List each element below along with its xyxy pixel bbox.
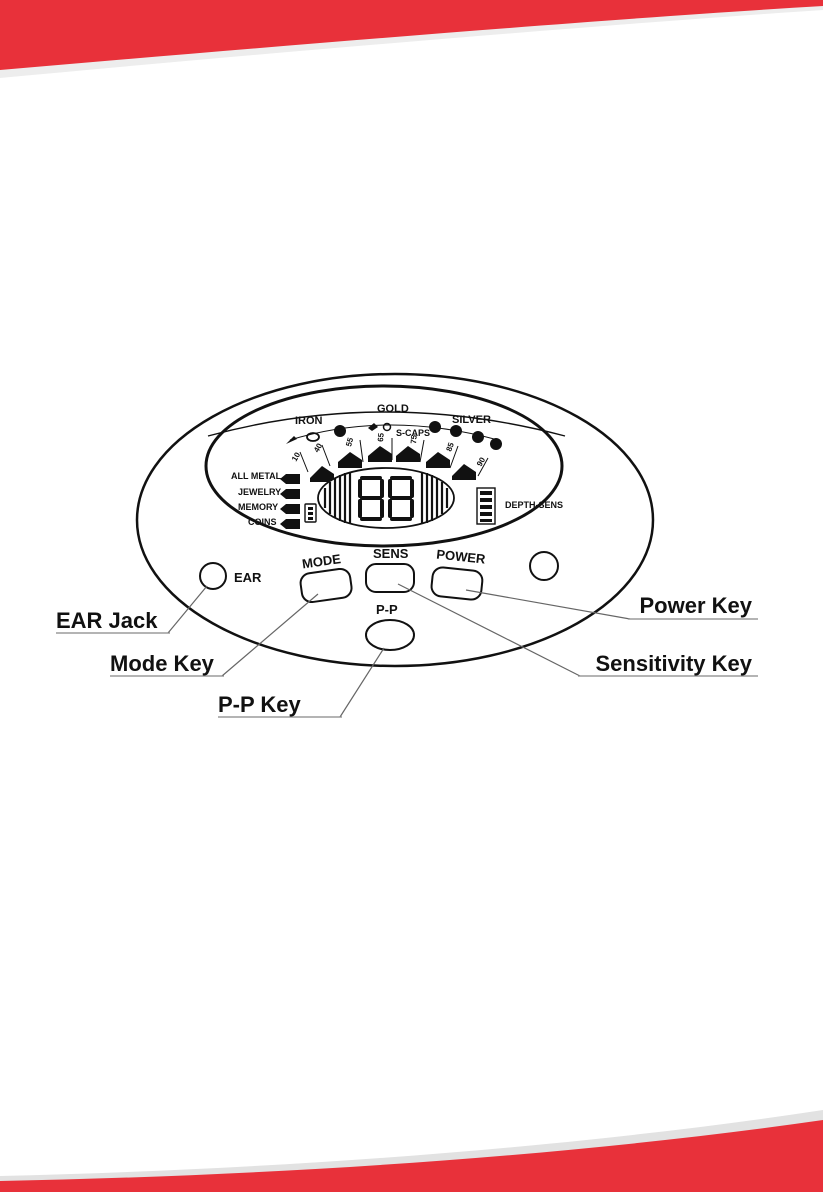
power-key[interactable] — [431, 566, 484, 600]
coin-dot-icon — [429, 421, 441, 433]
top-red-banner — [0, 0, 823, 78]
mode-key[interactable] — [299, 568, 353, 604]
coin-dot-icon — [450, 425, 462, 437]
mode-label-coins: COINS — [248, 517, 277, 527]
mode-label-all-metal: ALL METAL — [231, 471, 282, 481]
callout-power-key: Power Key — [640, 593, 753, 618]
lcd-panel: IRON GOLD S-CAPS SILVER 10 40 55 65 75 8… — [206, 386, 565, 546]
scale-tick-label: 75 — [409, 434, 419, 444]
band-label-silver: SILVER — [452, 414, 491, 426]
bottom-red-banner — [0, 1110, 823, 1192]
right-indicator-hole — [530, 552, 558, 580]
pp-key-label: P-P — [376, 602, 398, 617]
mode-label-jewelry: JEWELRY — [238, 487, 281, 497]
pp-key[interactable] — [366, 620, 414, 650]
band-label-gold: GOLD — [377, 403, 409, 415]
scale-tick-label: 65 — [376, 432, 386, 442]
ear-label: EAR — [234, 570, 262, 585]
sens-key-label: SENS — [373, 546, 409, 561]
digit-display — [318, 468, 454, 528]
callout-pp-key: P-P Key — [218, 692, 302, 717]
callout-sensitivity-key: Sensitivity Key — [595, 651, 752, 676]
band-label-iron: IRON — [295, 415, 323, 427]
callout-mode-key: Mode Key — [110, 651, 215, 676]
mode-label-memory: MEMORY — [238, 502, 278, 512]
depth-sens-label: DEPTH-SENS — [505, 500, 563, 510]
coin-dot-icon — [490, 438, 502, 450]
coin-dot-icon — [334, 425, 346, 437]
ear-jack[interactable] — [200, 563, 226, 589]
callout-ear-jack: EAR Jack — [56, 608, 158, 633]
coin-dot-icon — [472, 431, 484, 443]
